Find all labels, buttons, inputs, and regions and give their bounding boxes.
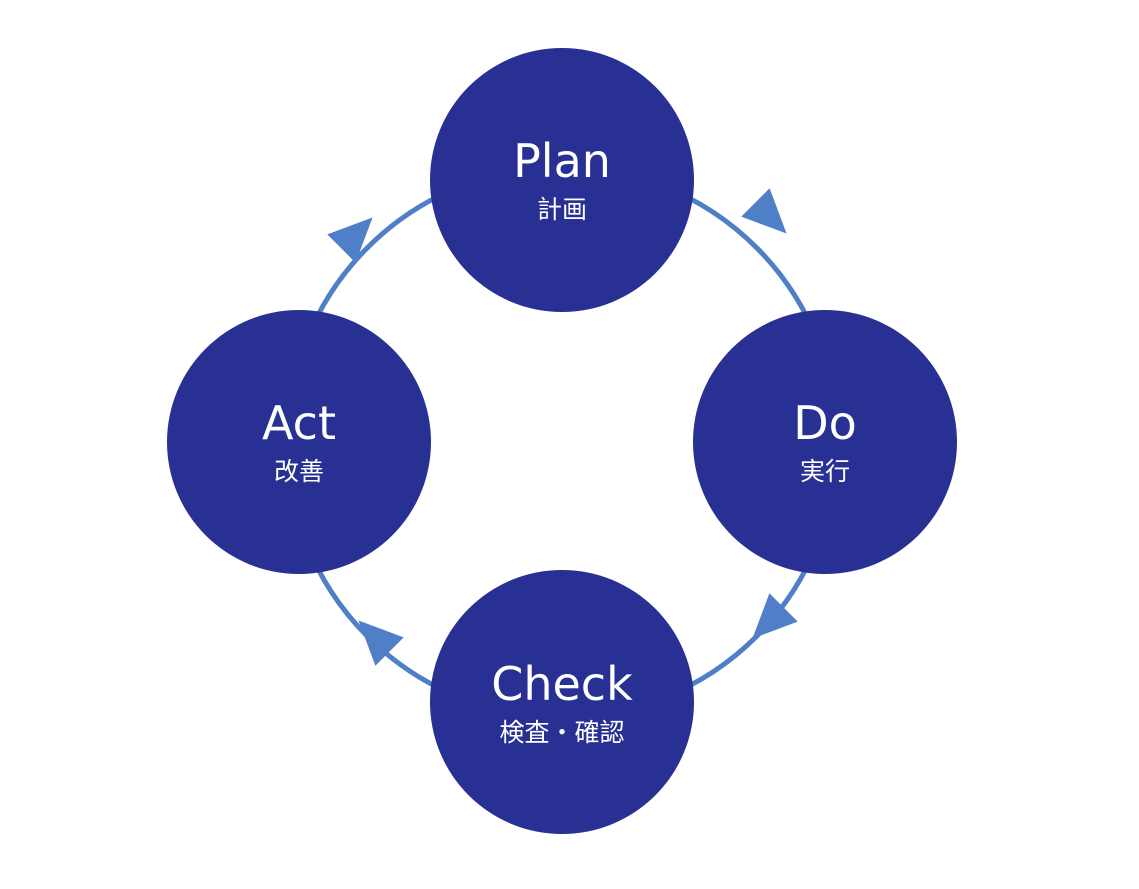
node-check-title: Check [491,657,633,711]
node-act-subtitle: 改善 [274,457,324,486]
arrow-act-to-plan [327,217,373,263]
node-plan-circle [430,48,694,312]
node-act: Act 改善 [167,310,431,574]
arrow-do-to-check [752,593,798,639]
arrow-plan-to-do [741,188,787,234]
node-plan-title: Plan [513,134,611,188]
node-do: Do 実行 [693,310,957,574]
node-check-subtitle: 検査・確認 [499,718,624,747]
node-act-circle [167,310,431,574]
node-do-subtitle: 実行 [800,457,850,486]
node-act-title: Act [262,396,336,450]
node-do-circle [693,310,957,574]
node-do-title: Do [793,396,857,450]
node-check-circle [430,570,694,834]
node-plan-subtitle: 計画 [537,195,587,224]
arrow-check-to-act [358,620,404,666]
node-check: Check 検査・確認 [430,570,694,834]
node-plan: Plan 計画 [430,48,694,312]
